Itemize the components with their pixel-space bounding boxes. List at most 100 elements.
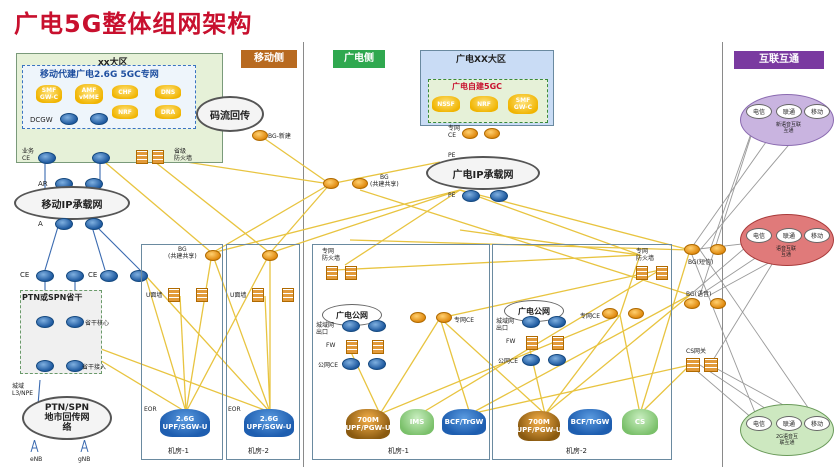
trunk-core-router-2 [66,316,84,328]
ce-left-label: CE [20,271,30,279]
dedicated-fw-label-2: 专网 防火墙 [636,248,655,262]
pe-label: PE [448,152,456,159]
dedicated-firewall-2b [656,266,668,280]
nf-nssf: NSSF [432,96,460,112]
trunk-access-router-1 [36,360,54,372]
fw-label-1: FW [326,342,336,349]
upf-2-6g-room1: 2.6G UPF/SGW-U [160,409,210,437]
code-backhaul-cloud: 码流回传 [196,96,264,132]
cs-cloud-room2: CS [622,409,658,435]
public-ce-router-2b [548,354,566,366]
fw-label-2: FW [506,338,516,345]
cs-gateway-box-2 [704,358,718,372]
ops2-caption: 语音互联 互通 [776,246,797,258]
ce-router-1 [38,152,56,164]
broadcast-room-1-box [312,244,490,460]
upf-700m-room1: 700M UPF/PGW-U [345,409,391,439]
mobile-room-2-label: 机房-2 [248,447,269,455]
bg-sms-router-1 [684,244,700,255]
mobile-region-title: xx大区 [98,58,128,68]
dedicated-ce-router-1 [462,128,478,139]
dedicated-ce-label-2: 专网CE [580,313,600,320]
gnb-label: gNB [78,456,91,463]
province-firewall-2 [152,150,164,164]
broadcast-room-2-box [492,244,672,460]
dcgw-router-1 [60,113,78,125]
city-exit-router-2b [548,316,566,328]
bg-shared-router-1 [205,250,221,261]
city-exit-label-1: 城域网 出口 [316,322,335,336]
bcf-trgw-room2: BCF/TrGW [568,409,612,435]
city-exit-router-1a [342,320,360,332]
u-firewall-2b [282,288,294,302]
op-telecom-1: 电信 [746,104,772,119]
op-unicom-1: 联通 [776,104,802,119]
upf-2-6g-room2: 2.6G UPF/SGW-U [244,409,294,437]
dcgw-router-2 [90,113,108,125]
province-firewall-1 [136,150,148,164]
fw-1a [346,340,358,354]
nf-chf: CHF [112,85,138,99]
bg-voice-router-2 [710,298,726,309]
trunk-access-router-2 [66,360,84,372]
bg-sms-label: BG(短信) [688,259,714,266]
gnb-antenna-icon [80,440,89,452]
a-label: A [38,220,43,228]
broadcast-room-1-label: 机房-1 [388,447,409,455]
trunk-core-router-1 [36,316,54,328]
fw-1b [372,340,384,354]
public-ce-router-1b [368,358,386,370]
mobile-room-1-label: 机房-1 [168,447,189,455]
u-firewall-label-1: U面墙 [146,292,163,299]
op-mobile-1: 移动 [804,104,830,119]
cs-gateway-box-1 [686,358,700,372]
dedicated-firewall-1b [345,266,357,280]
op-telecom-3: 电信 [746,416,772,431]
trunk-access-label: 省干接入 [82,364,107,371]
ar-label: AR [38,180,48,188]
public-ce-label-1: 公网CE [318,362,338,369]
op-mobile-2: 移动 [804,228,830,243]
trunk-core-label: 省干核心 [85,320,110,327]
pe-router-2 [490,190,508,202]
ce-mid-router-1 [100,270,118,282]
ptn-metro-cloud: PTN/SPN 地市回传网 络 [22,396,112,440]
dedicated-ce-router-2 [484,128,500,139]
broadcast-room-2-label: 机房-2 [566,447,587,455]
dedicated-firewall-2a [636,266,648,280]
op-unicom-2: 联通 [776,228,802,243]
eor-label-1: EOR [144,406,157,413]
dedicated-ce-router-bc-2b [628,308,644,319]
u-firewall-1a [168,288,180,302]
nf-dns: DNS [155,85,181,99]
header-broadcast-side: 广电侧 [333,50,385,68]
dedicated-firewall-1a [326,266,338,280]
city-exit-router-2a [522,316,540,328]
fw-2a [526,336,538,350]
page-title: 广电5G整体组网架构 [14,10,253,38]
ce-left-router-1 [36,270,54,282]
province-fw-label: 省级 防火墙 [174,148,193,162]
bg-new-label: BG-新建 [268,133,291,140]
dcgw-label: DCGW [30,116,53,124]
interconnect-oval-new-voice [740,94,834,146]
city-l3-label: 城域 L3/NPE [12,383,34,397]
dedicated-fw-label: 专网 防火墙 [322,248,341,262]
ce-mid-router-2 [130,270,148,282]
fw-2b [552,336,564,350]
nf-nrf: NRF [112,105,138,119]
op-telecom-2: 电信 [746,228,772,243]
bg-shared-router-bc-2 [352,178,368,189]
ops1-caption: 新语音互联 互通 [776,122,802,134]
a-router-1 [55,218,73,230]
broadcast-5gc-title: 广电自建5GC [452,82,503,91]
bg-voice-router-1 [684,298,700,309]
op-mobile-3: 移动 [804,416,830,431]
eor-label-2: EOR [228,406,241,413]
broadcast-region-title: 广电XX大区 [456,55,506,65]
ptn-spn-box [20,290,102,374]
bg-sms-router-2 [710,244,726,255]
a-router-2 [85,218,103,230]
u-firewall-1b [196,288,208,302]
bg-new-router [252,130,268,141]
